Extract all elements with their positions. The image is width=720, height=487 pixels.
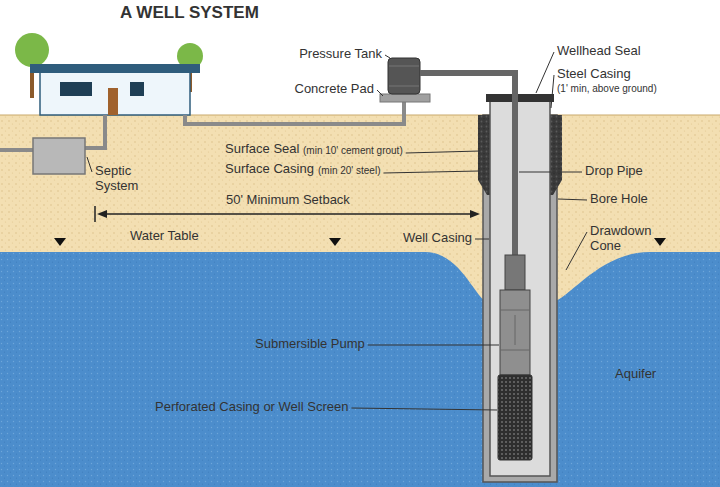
pump-band [500, 350, 530, 351]
window [130, 82, 144, 96]
well-screen [498, 375, 532, 460]
part-label: Steel Casing [557, 67, 631, 82]
part-label: Well Casing [403, 231, 472, 246]
leader-line [406, 151, 480, 153]
house [40, 72, 190, 115]
tank-band [389, 66, 419, 67]
leader-line [551, 75, 554, 108]
pump-band [515, 315, 516, 345]
pump-band [500, 310, 530, 311]
leader-line [384, 171, 480, 173]
leader-line [536, 52, 554, 93]
part-label: (min 20' steel) [318, 165, 381, 177]
leader-line [558, 199, 587, 200]
leader-line [87, 157, 92, 172]
sewer-pipe [85, 115, 105, 148]
part-label: Water Table [130, 229, 199, 244]
pump-motor [505, 255, 525, 290]
part-label: Wellhead Seal [557, 44, 641, 59]
part-label: Perforated Casing or Well Screen [155, 400, 348, 415]
part-label: 50' Minimum Setback [226, 193, 350, 208]
part-label: (1' min, above ground) [557, 83, 657, 95]
sky [0, 0, 720, 115]
part-label: Drawdown Cone [590, 224, 670, 254]
discharge-pipe [420, 70, 518, 76]
door [108, 88, 118, 115]
tank-band [389, 86, 419, 87]
part-label: Surface Casing [225, 162, 314, 177]
concrete-pad [380, 94, 430, 102]
leader-line [566, 232, 587, 270]
tree [15, 33, 49, 67]
part-label: Bore Hole [590, 192, 648, 207]
aquifer [0, 252, 720, 487]
part-label: Aquifer [615, 367, 656, 382]
leader-line [351, 408, 497, 410]
sewer-pipe [0, 148, 33, 152]
part-label: Surface Seal [225, 142, 299, 157]
part-label: Septic System [95, 164, 155, 194]
arrowhead [470, 210, 480, 218]
part-label: Pressure Tank [299, 47, 382, 62]
leader-line [475, 239, 489, 240]
pressure-tank [388, 58, 420, 94]
part-label: (min 10' cement grout) [303, 145, 403, 157]
leader-line [377, 90, 383, 96]
part-label: Drop Pipe [585, 164, 643, 179]
wellhead-seal [486, 94, 554, 102]
drop-pipe [512, 70, 518, 257]
soil [0, 115, 720, 487]
leader-line [519, 172, 582, 173]
window [60, 82, 92, 96]
water-table-marker [54, 238, 66, 246]
dimension-tick [94, 206, 96, 222]
house-roof [30, 64, 200, 73]
arrowhead [97, 210, 107, 218]
leader-line [368, 345, 499, 346]
diagram-title: A WELL SYSTEM [120, 3, 259, 23]
water-table-marker [654, 238, 666, 246]
part-label: Submersible Pump [255, 337, 365, 352]
septic-tank [33, 138, 85, 174]
well-casing [490, 98, 550, 476]
water-table-marker [329, 238, 341, 246]
part-label: Concrete Pad [295, 82, 375, 97]
leader-line [385, 55, 390, 58]
supply-pipe [185, 102, 404, 124]
dimension-line [100, 213, 476, 215]
submersible-pump [500, 290, 530, 375]
